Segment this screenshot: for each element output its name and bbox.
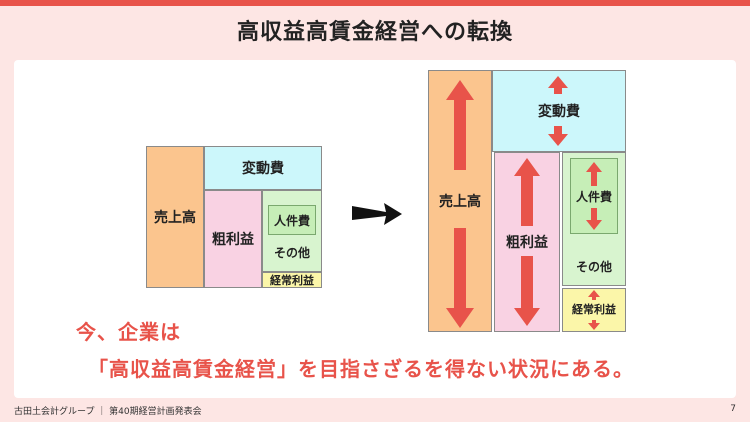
gross-profit-up-arrow-icon	[514, 158, 540, 226]
footer-text: 古田土会計グループ ｜ 第40期経営計画発表会	[14, 407, 202, 417]
right-sales-label: 売上高	[439, 194, 481, 210]
left-variable-cost-label: 変動費	[242, 161, 284, 177]
left-sales-label: 売上高	[154, 210, 196, 226]
left-personnel-cost-box: 人件費	[268, 205, 316, 235]
transition-arrow-icon	[352, 203, 402, 225]
left-sales-box: 売上高	[146, 146, 204, 288]
variable-cost-down-arrow-icon	[548, 126, 568, 146]
sales-up-arrow-icon	[446, 80, 474, 170]
top-accent-bar	[0, 0, 750, 6]
message-line-1: 今、企業は	[76, 320, 181, 344]
right-ordinary-profit-label: 経常利益	[572, 301, 616, 317]
ordinary-profit-up-arrow-icon	[588, 290, 600, 300]
left-other-label: その他	[273, 246, 310, 260]
left-gross-profit-box: 粗利益	[204, 190, 262, 288]
left-ordinary-profit-box: 経常利益	[262, 272, 322, 288]
slide-title: 高収益高賃金経営への転換	[236, 20, 513, 45]
right-gross-profit-label: 粗利益	[506, 230, 548, 254]
left-personnel-cost-label: 人件費	[273, 213, 310, 228]
right-variable-cost-label: 変動費	[538, 104, 580, 120]
ordinary-profit-down-arrow-icon	[588, 320, 600, 330]
page-number: 7	[730, 404, 736, 414]
left-gross-profit-label: 粗利益	[212, 232, 254, 248]
right-personnel-cost-label: 人件費	[575, 187, 612, 205]
left-ordinary-profit-label: 経常利益	[270, 274, 314, 287]
right-other-label: その他	[575, 260, 612, 274]
gross-profit-down-arrow-icon	[514, 256, 540, 326]
sales-down-arrow-icon	[446, 228, 474, 328]
left-variable-cost-box: 変動費	[204, 146, 322, 190]
personnel-cost-up-arrow-icon	[586, 162, 602, 186]
message-line-2: 「高収益高賃金経営」を目指さざるを得ない状況にある。	[88, 357, 634, 381]
personnel-cost-down-arrow-icon	[586, 208, 602, 230]
variable-cost-up-arrow-icon	[548, 76, 568, 94]
